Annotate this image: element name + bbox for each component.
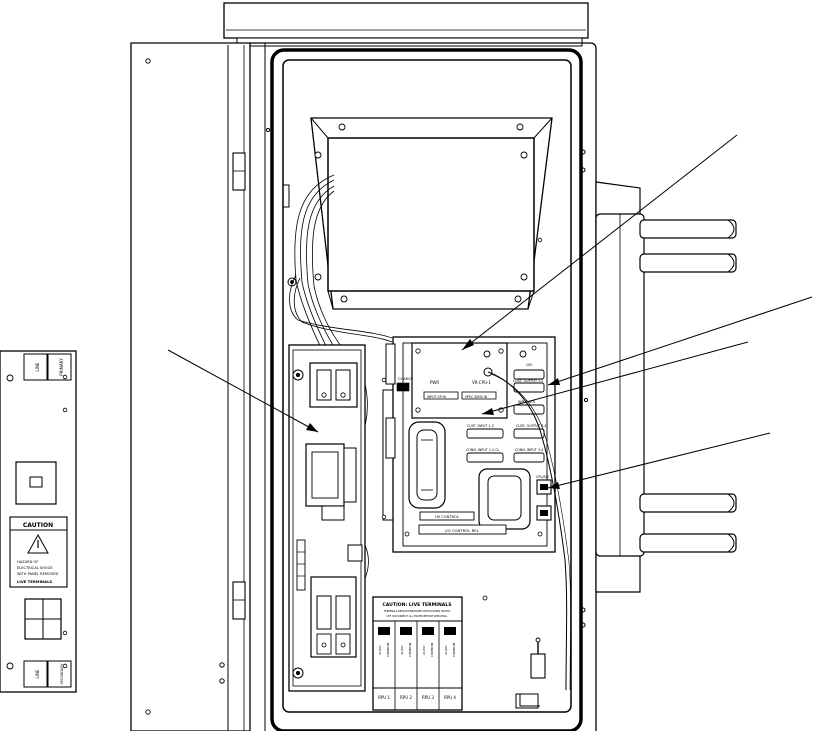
terminal-col-b-3: COMMON [430,643,434,657]
charge-tag: CHARGE [398,377,414,381]
conn-label-1: CUST. OUTPUT 1-2 [513,379,543,383]
terminal-col-b-2: COMMON [408,643,412,657]
leader-power-supply [167,349,319,433]
leader-rj-port [547,432,771,489]
leader-connector-b [481,341,749,415]
conn-label-2: INPUT RTS [518,400,535,404]
rpu-label-2: RPU 2 [400,695,412,700]
rpu-label-3: RPU 3 [422,695,434,700]
cover-tag-top-right: PRIMARY [59,358,64,376]
cabinet-lid [223,2,589,47]
leader-connector-a [547,296,813,386]
rpu-label-1: RPU 1 [378,695,390,700]
terminal-col-a-4: AC/DC [444,645,448,655]
terminal-col-b-1: COMMON [386,643,390,657]
terminal-sub-2: OFF. DISCONNECT ALL POWER BEFORE SERVICI… [386,615,447,618]
ground-lug [381,377,546,709]
caution-header: CAUTION [23,522,53,529]
rpu-label-4: RPU 4 [444,695,456,700]
cover-tag-bottom-left: LINE [35,669,40,678]
controller-panel [382,336,556,553]
lower-door-hinge [232,581,246,620]
hazard-line-3: WITH PANEL REMOVED [17,572,59,576]
terminal-col-a-3: AC/DC [422,645,426,655]
removed-cover-panel [0,350,77,693]
right-strip-label: SPEC SENS IN [465,395,488,399]
conn-label-4: CUST. OUTPUT 3-4 [516,424,546,428]
breaker-panel [288,344,366,692]
hs-control-label: HS CONTROL [435,515,459,519]
terminal-col-a-2: AC/DC [400,645,404,655]
side-mounting-bracket [595,181,737,593]
terminal-col-a-1: AC/DC [378,645,382,655]
left-strip-label: INPUT SP IN [427,395,446,399]
hazard-footer: LIVE TERMINALS [17,579,53,584]
upper-door-hinge [232,152,246,191]
cabinet-body [219,42,597,733]
display-window-frame [310,117,553,310]
conn-label-6: CONN. INPUT 3-4 [515,448,543,452]
patch-cable [487,371,568,691]
hazard-line-2: ELECTRICAL SHOCK [17,566,53,570]
conn-label-5: CONN. INPUT 1-2 CL [466,448,500,452]
terminal-col-b-4: COMMON [452,643,456,657]
io-control-label: I/O CONTROL REL [445,528,479,533]
conn-label-top: CID [526,363,532,367]
rj-label: CPU/SIO [536,475,550,479]
cpu-label: VR-CPU-1 [472,380,491,385]
cpu-module [411,342,508,419]
conn-label-3: CUST. INPUT 1-2 [467,424,494,428]
callout-leaders [167,134,813,489]
cover-tag-top-left: LINE [35,362,40,371]
cover-tag-bottom-right: SECONDARY [60,663,64,685]
terminal-title: CAUTION: LIVE TERMINALS [382,602,451,608]
callout-arrowheads [306,339,560,489]
leader-controller [461,134,738,351]
hazard-line-1: HAZARD OF [17,560,38,564]
terminal-sub-1: TERMINALS REMAIN ENERGIZED WHEN POWER SW… [384,610,451,613]
pwr-label: PWR [430,380,439,385]
open-cabinet-door [130,42,251,732]
terminal-block [372,596,463,711]
